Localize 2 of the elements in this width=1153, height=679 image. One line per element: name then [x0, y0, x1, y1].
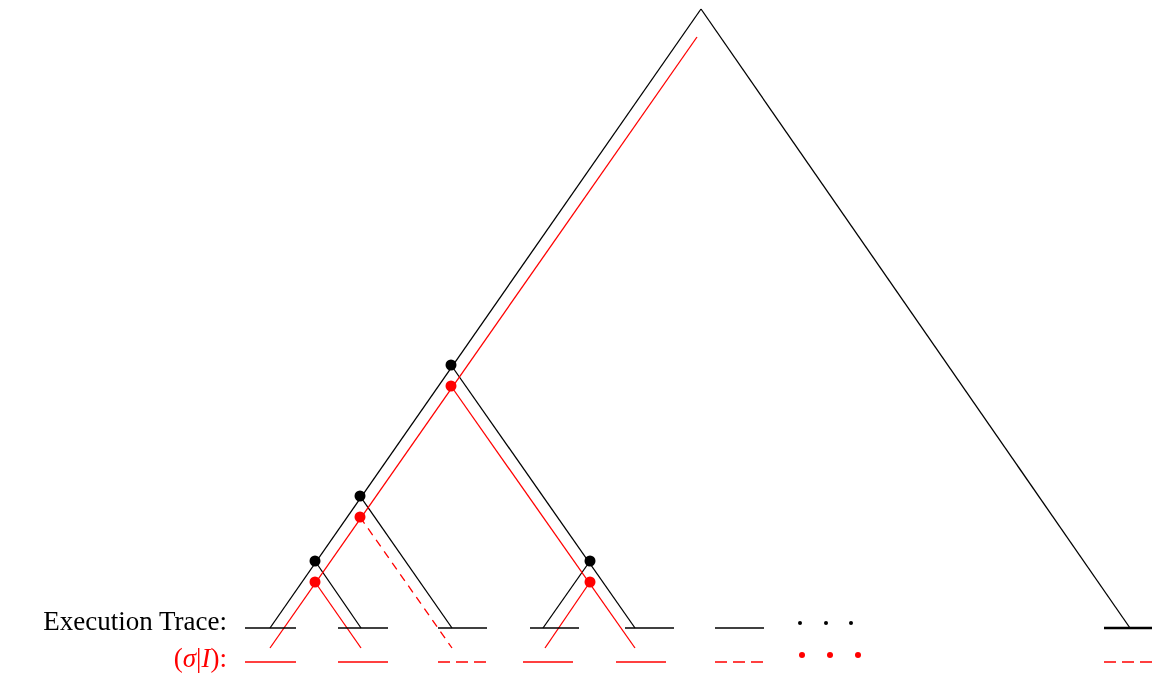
row-label: (σ|I): [173, 642, 227, 675]
row-label: Execution Trace: [43, 605, 227, 638]
